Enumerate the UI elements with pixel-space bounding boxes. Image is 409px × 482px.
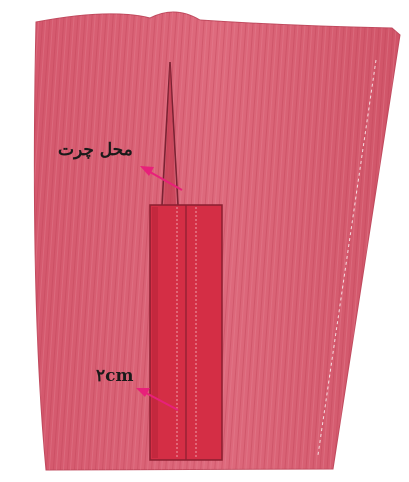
width-label: ۲cm: [96, 366, 133, 386]
tack-point-label: محل چرت: [58, 140, 133, 160]
